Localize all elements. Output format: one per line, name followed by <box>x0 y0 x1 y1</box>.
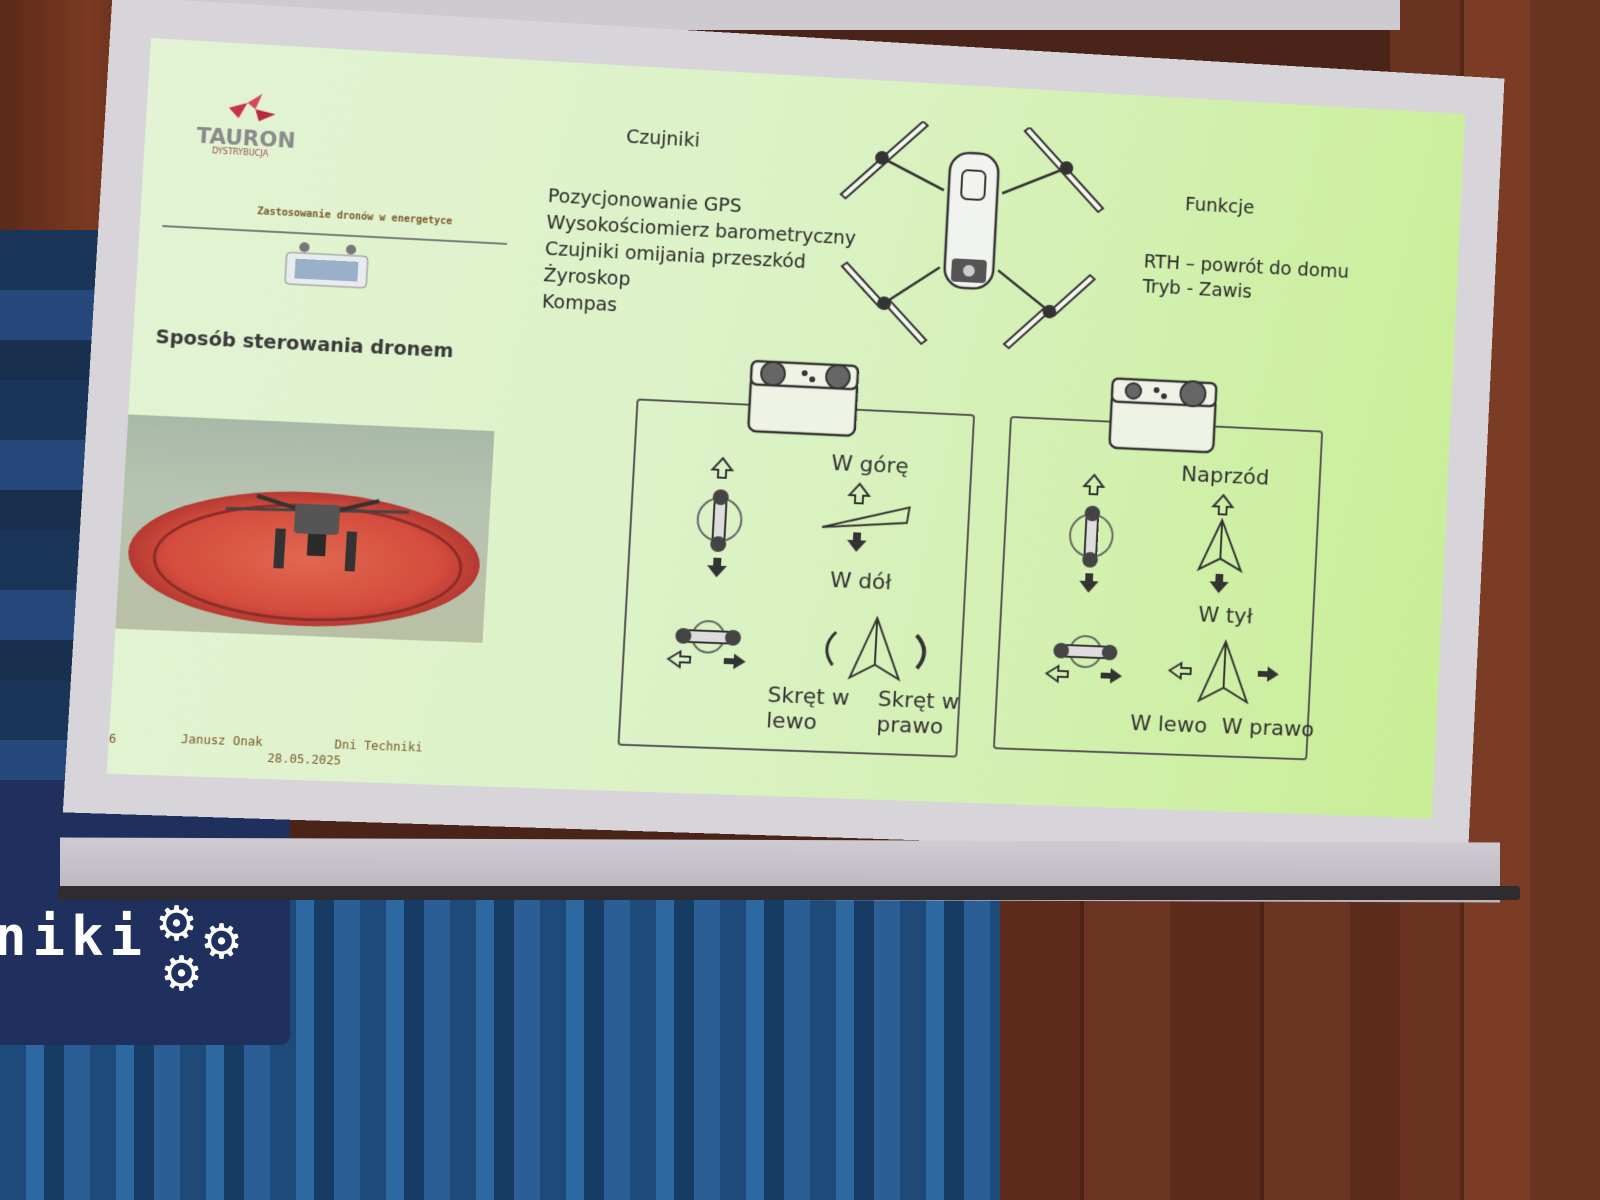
label-turn-left-line: lewo <box>765 708 818 735</box>
label-turn-right-line: Skręt w <box>877 687 960 715</box>
label-down: W dół <box>829 568 892 596</box>
label-back: W tył <box>1197 602 1254 630</box>
yaw-stick-horizontal-icon <box>661 615 747 677</box>
logo-subtitle: DYSTRYBUCJA <box>211 146 269 159</box>
label-up: W górę <box>830 451 910 480</box>
label-turn-right: Skręt w prawo <box>876 687 960 741</box>
drone-on-landing-pad-photo <box>115 414 495 643</box>
presentation-slide: TAURON DYSTRYBUCJA Zastosowanie dronów w… <box>106 38 1466 819</box>
footer-author: Janusz Onak <box>180 732 264 749</box>
altitude-change-icon <box>816 480 918 553</box>
throttle-stick-vertical-icon <box>686 455 752 578</box>
section-title: Zastosowanie dronów w energetyce <box>256 206 453 228</box>
gear-icon: ⚙ <box>155 896 199 952</box>
footer-event: Dni Techniki <box>334 737 423 755</box>
remote-controller-icon <box>744 355 862 438</box>
pitch-direction-icon <box>1190 492 1262 594</box>
functions-title: Funkcje <box>1184 193 1255 219</box>
wood-panel-left <box>0 0 150 230</box>
roll-direction-icon <box>1160 635 1280 707</box>
pitch-stick-vertical-icon <box>1059 472 1123 594</box>
footer-date: 28.05.2025 <box>266 751 342 768</box>
event-banner <box>0 780 290 1045</box>
slide-heading: Sposób sterowania dronem <box>155 326 454 363</box>
right-stick-diagram <box>992 415 1324 761</box>
label-right: W prawo <box>1220 714 1315 743</box>
drone-icon <box>211 468 421 572</box>
roll-stick-horizontal-icon <box>1040 631 1123 692</box>
label-left: W lewo <box>1129 711 1208 739</box>
drone-top-view-icon <box>828 117 1112 363</box>
label-turn-right-line: prawo <box>875 712 944 740</box>
wood-panel-lower <box>990 900 1400 1200</box>
tauron-logo-icon <box>229 94 277 122</box>
label-turn-left-line: Skręt w <box>766 683 850 711</box>
function-item: Tryb - Zawis <box>1141 275 1253 303</box>
yaw-rotation-icon <box>810 612 941 685</box>
label-turn-left: Skręt w lewo <box>765 683 850 737</box>
footer-page-number: 6 <box>108 731 117 746</box>
sensors-title: Czujniki <box>625 126 701 152</box>
label-forward: Naprzód <box>1180 462 1270 491</box>
remote-controller-icon <box>1105 372 1220 454</box>
gear-icon: ⚙ <box>160 946 204 1002</box>
sensors-list: Pozycjonowanie GPS Wysokościomierz barom… <box>541 183 858 330</box>
screen-bottom-bar <box>58 886 1520 900</box>
screen-top-edge <box>140 0 1400 30</box>
gear-icon: ⚙ <box>200 914 244 970</box>
remote-controller-thumbnail <box>280 242 374 292</box>
banner-text: niki <box>0 905 149 968</box>
